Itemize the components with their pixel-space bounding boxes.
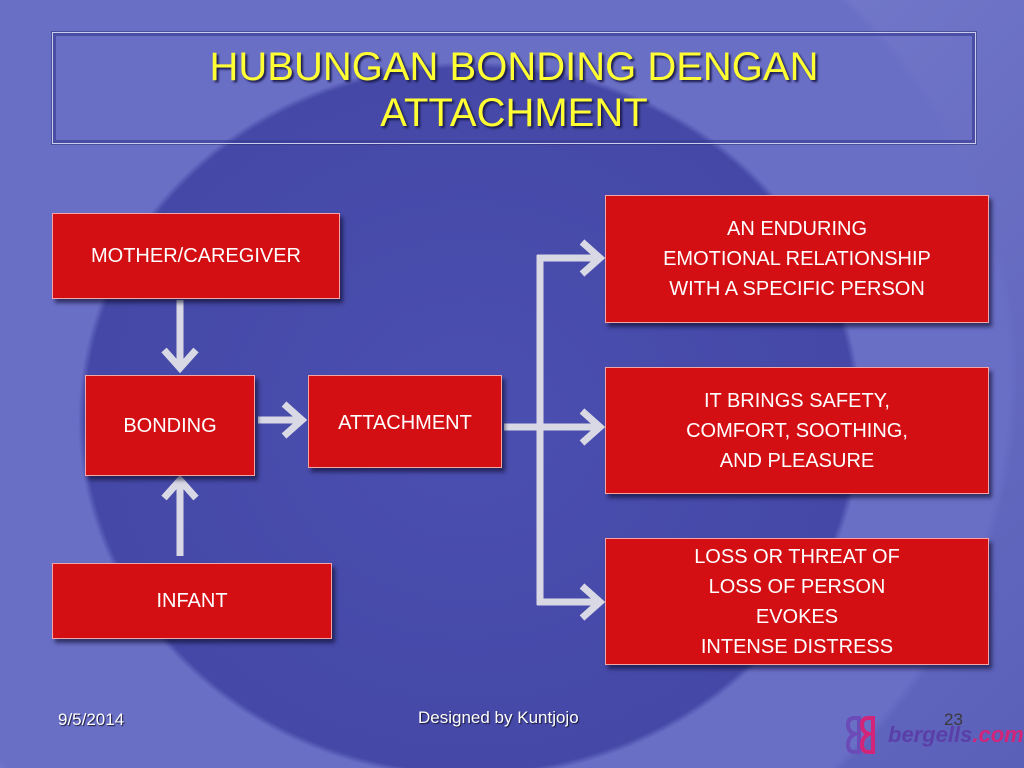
node-infant-label: INFANT — [156, 590, 228, 612]
arrowhead-outcome3 — [579, 583, 606, 621]
node-outcome-enduring-relationship: AN ENDURING EMOTIONAL RELATIONSHIP WITH … — [605, 195, 989, 323]
arrowhead-outcome2 — [579, 408, 606, 446]
page-number: 23 — [944, 710, 963, 729]
node-attachment: ATTACHMENT — [308, 375, 502, 468]
arrowhead-outcome1 — [579, 239, 606, 277]
watermark-text: bergells.com — [888, 722, 1024, 748]
arrowhead-bonding-attachment — [281, 401, 308, 439]
slide-title: HUBUNGAN BONDING DENGAN ATTACHMENT — [209, 45, 819, 135]
arrowhead-mother-bonding — [161, 347, 199, 374]
node-mother-caregiver-label: MOTHER/CAREGIVER — [90, 245, 302, 267]
node-bonding-label: BONDING — [123, 414, 217, 437]
node-mother-caregiver: MOTHER/CAREGIVER — [52, 213, 340, 299]
watermark-brand: bergells — [888, 722, 973, 747]
node-outcome-safety-comfort: IT BRINGS SAFETY, COMFORT, SOOTHING, AND… — [605, 367, 989, 494]
bergells-logo-icon — [846, 716, 875, 754]
watermark-suffix: .com — [972, 722, 1024, 747]
node-infant: INFANT — [52, 563, 332, 639]
node-outcome-loss-distress: LOSS OR THREAT OF LOSS OF PERSON EVOKES … — [605, 538, 989, 665]
arrowhead-infant-bonding — [161, 474, 199, 501]
footer-author: Designed by Kuntjojo — [418, 708, 579, 727]
watermark-logo: bergells.com — [846, 712, 1024, 758]
title-frame: HUBUNGAN BONDING DENGAN ATTACHMENT — [52, 32, 976, 144]
node-outcome-safety-comfort-label: IT BRINGS SAFETY, COMFORT, SOOTHING, AND… — [686, 389, 908, 472]
node-outcome-loss-distress-label: LOSS OR THREAT OF LOSS OF PERSON EVOKES … — [694, 545, 900, 658]
node-bonding: BONDING — [85, 375, 255, 476]
node-outcome-enduring-relationship-label: AN ENDURING EMOTIONAL RELATIONSHIP WITH … — [663, 218, 931, 300]
node-attachment-label: ATTACHMENT — [338, 412, 472, 434]
footer-date: 9/5/2014 — [58, 710, 125, 729]
